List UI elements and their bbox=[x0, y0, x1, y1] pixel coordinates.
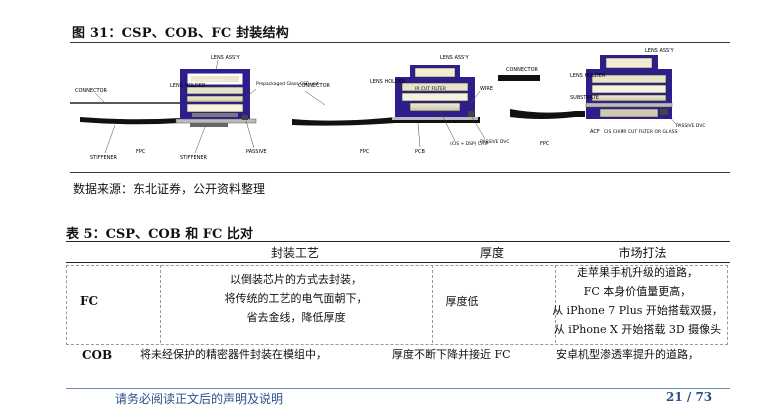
table-top-rule bbox=[66, 241, 730, 242]
fc-lens-assy-label: LENS ASS'Y bbox=[645, 48, 675, 54]
row-cob-market: 安卓机型渗透率提升的道路， bbox=[556, 348, 699, 361]
header-thickness: 厚度 bbox=[479, 246, 504, 260]
cob-connector-label: CONNECTOR bbox=[298, 83, 331, 89]
fc-acf-label: ACF bbox=[590, 129, 600, 135]
fc-substrate-label: SUBSTRATE bbox=[570, 95, 599, 101]
figure-title: 图 31：CSP、COB、FC 封装结构 bbox=[72, 26, 289, 41]
fc-ir-cut-glass-label: IR CUT FILTER OR GLASS bbox=[622, 129, 678, 135]
csp-prepackaged-label: Prepackaged Glass CSP unit bbox=[256, 81, 319, 87]
table-title-text: 表 5：CSP、COB 和 FC 比对 bbox=[66, 227, 253, 242]
row-fc-name: FC bbox=[80, 294, 99, 308]
table-row-fc bbox=[66, 265, 728, 345]
row-fc-market: 走苹果手机升级的道路， FC 本身价值量更高， 从 iPhone 7 Plus … bbox=[545, 263, 730, 339]
row-fc-thickness: 厚度低 bbox=[445, 295, 479, 308]
footer-disclaimer: 请务必阅读正文后的声明及说明 bbox=[115, 392, 284, 406]
header-process: 封装工艺 bbox=[270, 246, 319, 260]
row-fc-market-line: 走苹果手机升级的道路， bbox=[577, 266, 698, 279]
fc-fpc-label: FPC bbox=[540, 141, 550, 147]
cob-lens-assy-label: LENS ASS'Y bbox=[440, 55, 470, 61]
row-cob-name: COB bbox=[82, 348, 113, 362]
source-rule bbox=[70, 172, 730, 173]
csp-connector-label: CONNECTOR bbox=[75, 88, 108, 94]
row-fc-market-line: 从 iPhone 7 Plus 开始搭载双摄， bbox=[552, 304, 723, 317]
row-cob-thickness: 厚度不断下降并接近 FC bbox=[392, 348, 511, 361]
table-header-rule bbox=[66, 262, 730, 263]
csp-lens-holder-label: LENS HOLDER bbox=[170, 83, 206, 89]
row-fc-process-line: 省去金线，降低厚度 bbox=[246, 311, 346, 324]
csp-fpc-label: FPC bbox=[136, 149, 146, 155]
footer-rule bbox=[66, 388, 730, 389]
row-fc-process-line: 以倒装芯片的方式去封装， bbox=[230, 273, 362, 286]
cob-pcb-label: PCB bbox=[415, 149, 426, 155]
cob-passive-label: PASSIVE DVC bbox=[480, 139, 510, 145]
table-title: 表 5：CSP、COB 和 FC 比对 bbox=[66, 223, 253, 242]
fc-diagram: CONNECTOR LENS HOLDER LENS ASS'Y SUBSTRA… bbox=[498, 48, 706, 147]
packaging-diagram: CONNECTOR LENS HOLDER LENS ASS'Y IR CUT … bbox=[70, 48, 706, 161]
csp-diagram: CONNECTOR LENS HOLDER LENS ASS'Y IR CUT … bbox=[70, 55, 319, 161]
cob-fpc-label: FPC bbox=[360, 149, 370, 155]
fc-connector-label: CONNECTOR bbox=[506, 67, 539, 73]
fc-lens-holder-label: LENS HOLDER bbox=[570, 73, 606, 79]
cob-ir-cut-label: IR CUT FILTER bbox=[415, 86, 446, 92]
col-divider-3 bbox=[555, 265, 556, 343]
row-cob-process: 将未经保护的精密器件封装在模组中， bbox=[140, 348, 327, 361]
row-fc-process: 以倒装芯片的方式去封装， 将传统的工艺的电气面朝下， 省去金线，降低厚度 bbox=[162, 270, 430, 327]
cob-wire-label: WIRE bbox=[480, 86, 493, 92]
col-divider-2 bbox=[432, 265, 433, 343]
cob-lens-holder-label: LENS HOLDER bbox=[370, 79, 406, 85]
csp-passive-label: PASSIVE bbox=[246, 149, 267, 155]
page-number: 21 / 73 bbox=[666, 390, 713, 404]
fc-passive-label: PASSIVE DVC bbox=[676, 123, 706, 129]
csp-stiffener-left-label: STIFFENER bbox=[90, 155, 118, 161]
header-market: 市场打法 bbox=[618, 246, 667, 260]
cob-chip-label: (CIS + DSP) CHIP bbox=[450, 141, 489, 147]
csp-ir-cut-label: IR CUT FILTER bbox=[192, 79, 223, 85]
figure-source: 数据来源：东北证券，公开资料整理 bbox=[73, 182, 266, 196]
csp-lens-assy-label: LENS ASS'Y bbox=[211, 55, 241, 61]
cob-diagram: CONNECTOR LENS HOLDER LENS ASS'Y IR CUT … bbox=[292, 55, 510, 155]
col-divider-1 bbox=[160, 265, 161, 343]
figure-rule bbox=[70, 42, 730, 43]
row-fc-process-line: 将传统的工艺的电气面朝下， bbox=[224, 292, 368, 305]
csp-stiffener-right-label: STIFFENER bbox=[180, 155, 208, 161]
fc-cis-chip-label: CIS CHIP bbox=[604, 129, 624, 135]
row-fc-market-line: 从 iPhone X 开始搭载 3D 摄像头 bbox=[553, 323, 722, 336]
row-fc-market-line: FC 本身价值量更高， bbox=[583, 285, 692, 298]
